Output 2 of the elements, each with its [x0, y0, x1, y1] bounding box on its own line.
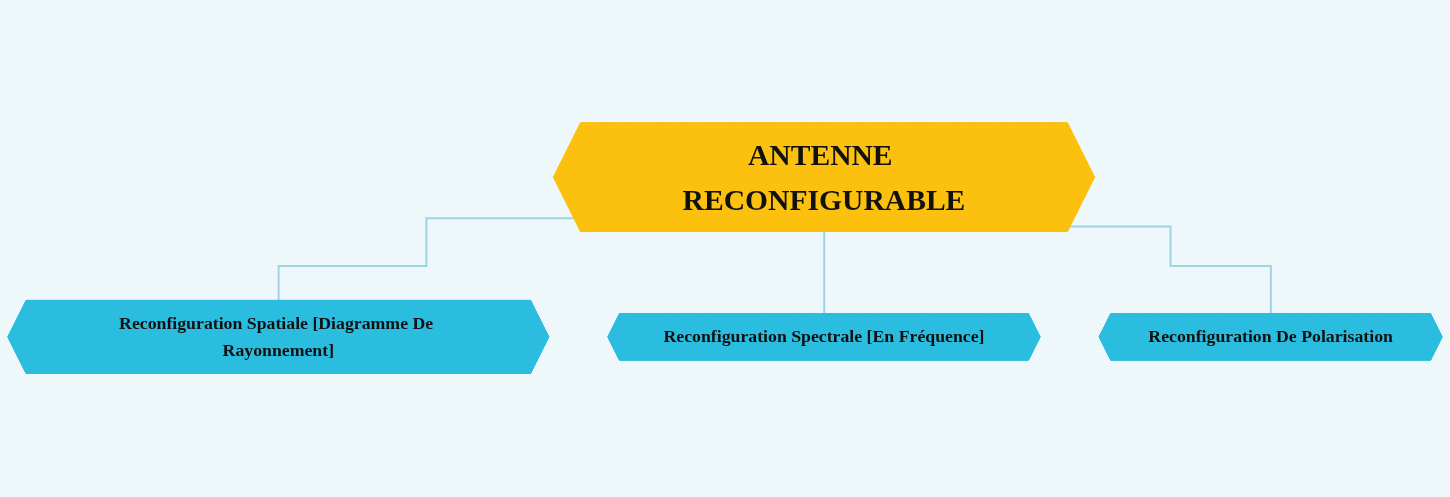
- connector: [823, 231, 826, 316]
- connector: [1069, 225, 1273, 316]
